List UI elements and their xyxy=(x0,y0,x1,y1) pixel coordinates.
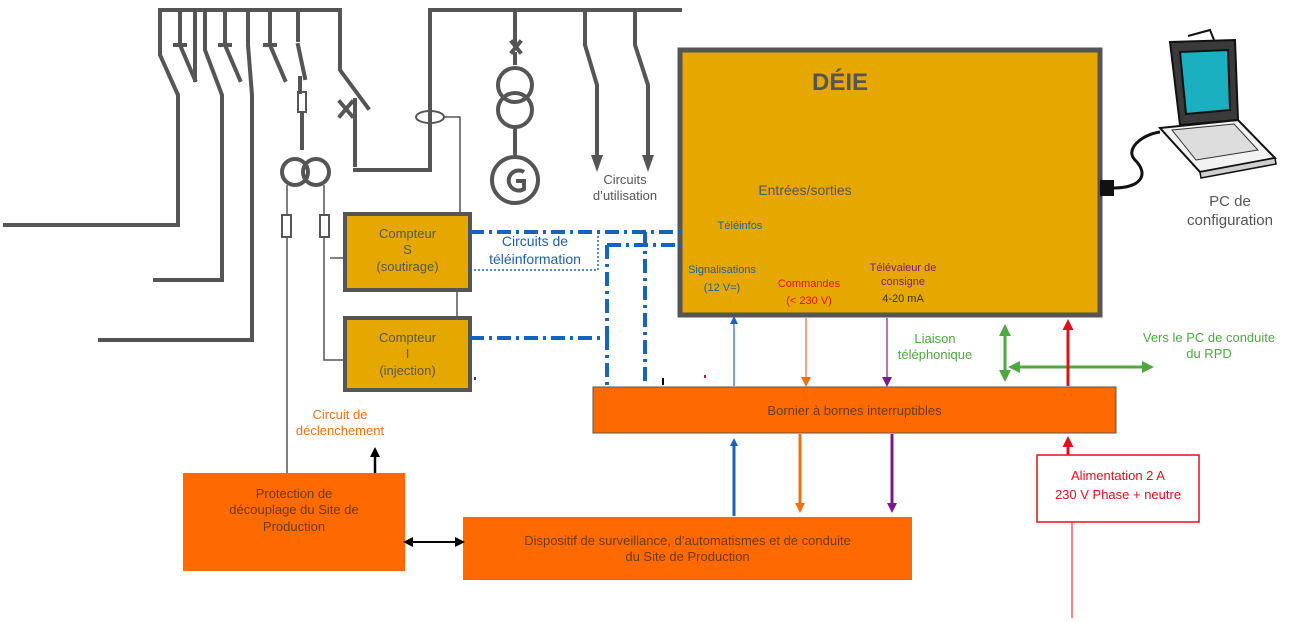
commandes-line-1: Commandes xyxy=(777,278,841,290)
transformer-symbols xyxy=(280,52,540,475)
teleinfo-dotted-box xyxy=(470,232,599,271)
pc-label: PC de configuration xyxy=(1175,193,1285,231)
protection-label: Protection de découplage du Site de Prod… xyxy=(183,486,405,535)
signalisations-line-2: (12 V=) xyxy=(703,281,741,294)
commandes-line-2: (< 230 V) xyxy=(786,294,832,307)
dispositif-line-1: Dispositif de surveillance, d’automatism… xyxy=(524,533,851,548)
pc-cable xyxy=(1113,130,1161,190)
dispositif-box xyxy=(463,517,912,580)
feeder-arrow-2 xyxy=(642,155,654,172)
compteur-i-box xyxy=(343,316,472,392)
laptop-icon xyxy=(1157,28,1278,179)
liaison-label: Liaison téléphonique xyxy=(885,331,985,364)
vers-pc-line-2: du RPD xyxy=(1186,346,1232,362)
teleinformation-line-2: téléinformation xyxy=(489,250,581,267)
compteur-s-line-3: (soutirage) xyxy=(376,258,439,274)
signalisations-line-1: Signalisations xyxy=(688,264,756,276)
electrical-schematic xyxy=(3,8,682,342)
televaleur-label: Télévaleur de consigne 4-20 mA xyxy=(853,262,953,306)
compteur-s-line-2: S xyxy=(403,242,412,258)
circuit-declenchement-label: Circuit de déclenchement xyxy=(290,407,390,440)
signalisations-label: Signalisations (12 V=) xyxy=(672,264,772,296)
compteur-s-label: Compteur S (soutirage) xyxy=(345,226,470,275)
dispositif-line-2: du Site de Production xyxy=(625,549,750,565)
compteur-s-line-1: Compteur xyxy=(378,226,437,241)
compteur-i-line-3: (injection) xyxy=(379,362,436,378)
televaleur-line-3: 4-20 mA xyxy=(882,292,924,305)
protection-line-1: Protection de xyxy=(255,486,333,501)
teleinformation-lines xyxy=(470,230,682,385)
vers-pc-label: Vers le PC de conduite du RPD xyxy=(1125,330,1293,363)
liaison-line-2: téléphonique xyxy=(897,347,973,363)
protection-line-2: découplage du Site de xyxy=(229,502,359,518)
deie-io-label: Entrées/sorties xyxy=(758,182,852,198)
deie-connector xyxy=(1100,180,1114,196)
teleinfos-label: Téléinfos xyxy=(717,220,763,232)
deie-box xyxy=(677,47,1103,318)
alimentation-box xyxy=(1036,454,1200,523)
televaleur-line-1: Télévaleur de xyxy=(869,262,937,274)
circuits-utilisation-line-2: d’utilisation xyxy=(592,188,658,204)
protection-box xyxy=(183,473,405,571)
vers-pc-line-1: Vers le PC de conduite xyxy=(1142,330,1276,345)
teleinformation-line-1: Circuits de xyxy=(501,233,569,249)
bornier-box xyxy=(592,386,1117,434)
liaison-line-1: Liaison xyxy=(914,331,956,346)
circuit-declenchement-line-2: déclenchement xyxy=(295,423,385,439)
protection-line-3: Production xyxy=(262,518,326,534)
circuits-utilisation-label: Circuits d’utilisation xyxy=(565,172,685,205)
feeder-arrow-1 xyxy=(591,155,603,172)
deie-title: DÉIE xyxy=(811,69,868,96)
compteur-i-line-1: Compteur xyxy=(378,330,437,345)
dispositif-label: Dispositif de surveillance, d’automatism… xyxy=(463,533,912,566)
compteur-i-line-2: I xyxy=(405,346,410,362)
compteur-i-label: Compteur I (injection) xyxy=(345,330,470,379)
alimentation-line-2: 230 V Phase + neutre xyxy=(1054,487,1182,503)
circuits-utilisation-line-1: Circuits xyxy=(603,172,647,187)
televaleur-line-2: consigne xyxy=(880,275,926,288)
bornier-label: Bornier à bornes interruptibles xyxy=(767,403,942,418)
pc-line-1: PC de xyxy=(1209,193,1251,210)
commandes-label: Commandes (< 230 V) xyxy=(768,278,850,309)
teleinformation-label: Circuits de téléinformation xyxy=(475,233,595,268)
pc-line-2: configuration xyxy=(1187,211,1273,229)
alimentation-label: Alimentation 2 A 230 V Phase + neutre xyxy=(1037,468,1199,504)
alimentation-line-1: Alimentation 2 A xyxy=(1071,468,1165,483)
circuit-declenchement-line-1: Circuit de xyxy=(312,407,368,422)
compteur-s-box xyxy=(343,212,472,292)
